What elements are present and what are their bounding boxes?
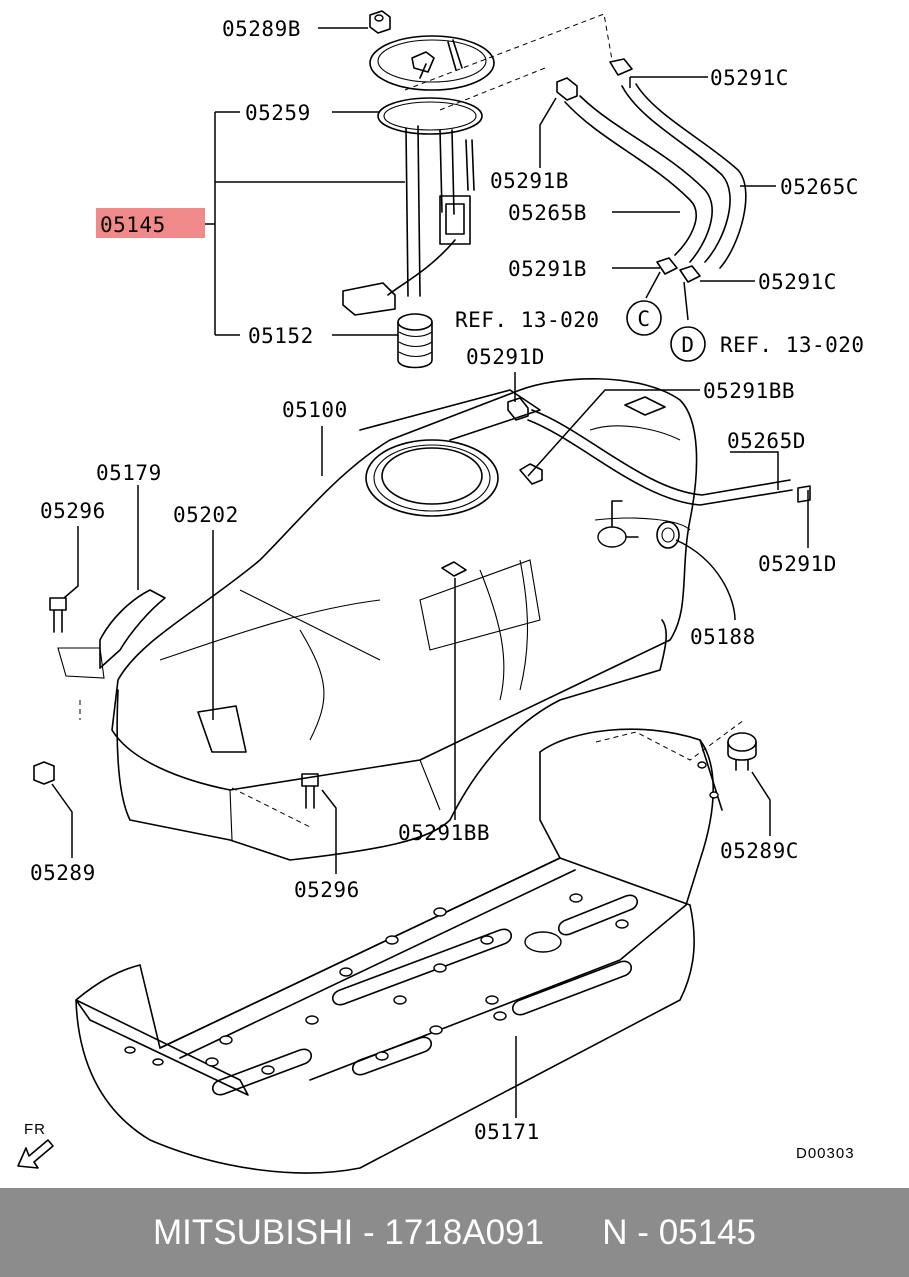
label-mark-d: D	[681, 333, 694, 357]
clamp-05291c-top	[609, 58, 633, 76]
label-05265b: 05265B	[508, 201, 587, 225]
clamp-05291c-mid	[679, 265, 701, 283]
strainer	[397, 313, 433, 369]
nut-05289	[33, 761, 55, 785]
skid-plate-05171	[75, 728, 723, 1174]
label-05265c: 05265C	[780, 175, 859, 199]
label-05188: 05188	[690, 625, 756, 649]
label-05291c-top: 05291C	[710, 66, 789, 90]
label-05291d-right: 05291D	[758, 552, 837, 576]
gasket-ring	[377, 97, 483, 135]
front-arrow-icon	[17, 1139, 54, 1169]
label-05289c: 05289C	[720, 839, 799, 863]
fuel-tank	[111, 378, 811, 861]
label-05296-bottom: 05296	[294, 878, 360, 902]
label-05179: 05179	[96, 461, 162, 485]
ref-mark-d-circle	[670, 326, 706, 362]
label-05296-left: 05296	[40, 499, 106, 523]
grommet-05188	[656, 521, 680, 549]
label-05289: 05289	[30, 861, 96, 885]
clamp-05291b-top	[556, 77, 578, 101]
label-05291bb-top: 05291BB	[703, 379, 795, 403]
strap-05179	[57, 589, 166, 679]
highlight-05145	[96, 208, 205, 238]
label-05291b-mid: 05291B	[508, 257, 587, 281]
label-05171: 05171	[474, 1120, 540, 1144]
label-05265d: 05265D	[727, 429, 806, 453]
label-ref-d: REF. 13-020	[720, 333, 865, 357]
label-mark-c: C	[637, 307, 650, 331]
leader-lines	[51, 27, 809, 1118]
fuel-tank-exploded-diagram: 05289B 05259 05145 05152 05291C 05291B 0…	[17, 10, 865, 1174]
label-05291bb-bottom: 05291BB	[398, 821, 490, 845]
clamp-05291d-right	[797, 485, 811, 503]
fuel-pump-module	[342, 35, 495, 369]
label-05291b-top: 05291B	[490, 169, 569, 193]
part-labels: 05289B 05259 05145 05152 05291C 05291B 0…	[24, 17, 865, 1162]
part-number-caption: MITSUBISHI - 1718A091 N - 05145	[0, 1188, 909, 1277]
label-fr: FR	[24, 1121, 46, 1138]
label-05145: 05145	[100, 213, 166, 237]
label-05291c-mid: 05291C	[758, 270, 837, 294]
nut-05289c	[727, 732, 757, 771]
bolt-05296-bottom	[301, 773, 319, 809]
label-05289b: 05289B	[222, 17, 301, 41]
label-drawing-code: D00303	[796, 1145, 855, 1162]
fuel-hoses	[556, 58, 747, 283]
bolt-05296-left	[49, 597, 67, 633]
label-05291d-top: 05291D	[466, 345, 545, 369]
pad-05202	[197, 705, 247, 753]
label-05202: 05202	[173, 503, 239, 527]
clamp-05291d-top	[507, 397, 529, 421]
label-05152: 05152	[248, 324, 314, 348]
label-05259: 05259	[245, 101, 311, 125]
clamp-05291b-mid	[656, 257, 678, 275]
label-05100: 05100	[282, 398, 348, 422]
nut-05289b	[369, 10, 391, 34]
label-ref-c: REF. 13-020	[455, 308, 600, 332]
ref-mark-c-circle	[626, 300, 662, 336]
